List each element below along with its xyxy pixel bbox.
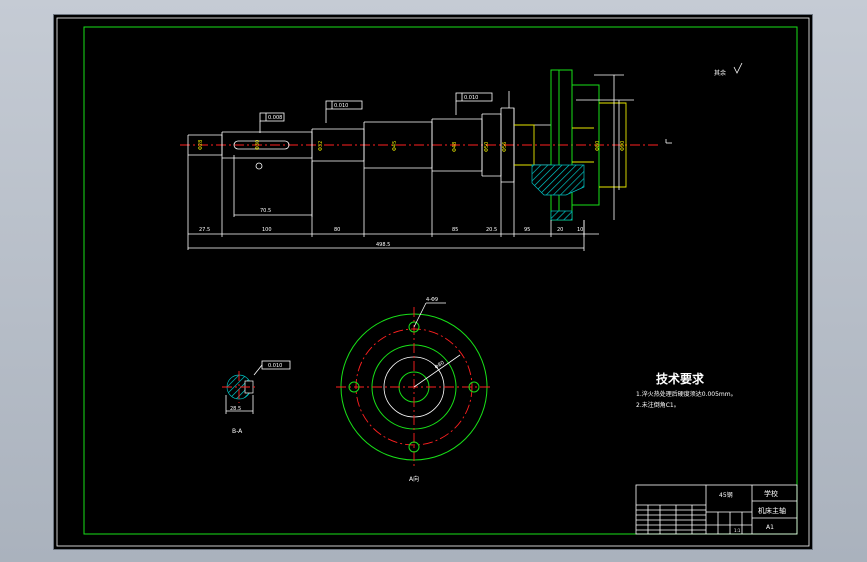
leader-lines <box>259 91 510 133</box>
flange-lower-hatch <box>550 210 573 221</box>
dimension-lines <box>187 74 634 251</box>
drawing-canvas: 27.5 100 80 85 20.5 95 20 10 70.5 498.5 … <box>56 17 810 547</box>
section-width-dim: 28.5 <box>230 406 241 412</box>
tolerance-frame-2: 0.010 <box>325 100 363 110</box>
dim-seg-b: 100 <box>262 227 272 233</box>
title-sheet-size: A1 <box>766 524 774 531</box>
dim-seg-d: 85 <box>452 227 458 233</box>
svg-text:Φ45: Φ45 <box>392 141 398 151</box>
flange-end-view: 4-Φ9 Φ80 A向 <box>336 297 492 483</box>
dim-keyway-length: 70.5 <box>260 208 271 214</box>
dim-seg-c: 80 <box>334 227 340 233</box>
outer-frame <box>56 17 810 547</box>
end-view-label: A向 <box>409 475 419 483</box>
title-material: 45钢 <box>719 491 733 499</box>
tech-title: 技术要求 <box>656 371 705 386</box>
dim-seg-h: 10 <box>577 227 583 233</box>
section-label: B-A <box>232 428 243 435</box>
tech-note-2: 2.未注倒角C1。 <box>636 401 680 409</box>
bolt-hole-left <box>348 381 360 393</box>
svg-text:Φ80: Φ80 <box>595 141 601 151</box>
roughness-note: 其余 <box>714 69 726 77</box>
flange-section-hatch <box>531 164 585 196</box>
svg-text:Φ56: Φ56 <box>502 142 508 152</box>
title-block: 45钢 学校 机床主轴 A1 1:1 <box>635 484 798 535</box>
tolerance-frame-1: 0.008 <box>259 112 285 122</box>
svg-text:Φ32: Φ32 <box>318 141 324 151</box>
tech-note-1: 1.淬火热处理后硬度须达0.005mm。 <box>636 390 737 398</box>
dim-overall-length: 498.5 <box>376 242 390 248</box>
inner-frame <box>83 26 798 535</box>
svg-text:Φ48: Φ48 <box>452 142 458 152</box>
bolt-hole-right <box>468 381 480 393</box>
title-scale: 1:1 <box>734 528 741 533</box>
datum-marker <box>255 162 263 170</box>
dim-seg-f: 95 <box>524 227 530 233</box>
hole-spec: 4-Φ9 <box>426 297 438 303</box>
bolt-circle-dim: Φ80 <box>434 360 446 371</box>
title-part-name: 机床主轴 <box>758 506 786 515</box>
dim-seg-e: 20.5 <box>486 227 497 233</box>
section-view: 28.5 0.010 B-A <box>222 360 291 435</box>
bore-lines <box>514 102 627 188</box>
svg-text:Φ30: Φ30 <box>255 140 261 150</box>
bolt-hole-bottom <box>408 441 420 453</box>
dim-seg-g: 20 <box>557 227 563 233</box>
cad-viewport[interactable]: 27.5 100 80 85 20.5 95 20 10 70.5 498.5 … <box>54 15 812 549</box>
segment-lines <box>221 108 515 182</box>
svg-text:0.008: 0.008 <box>268 115 282 121</box>
technical-requirements: 技术要求 1.淬火热处理后硬度须达0.005mm。 2.未注倒角C1。 <box>636 371 737 409</box>
svg-text:Φ28: Φ28 <box>198 140 204 150</box>
keyway <box>233 140 290 150</box>
tolerance-frame-3: 0.010 <box>455 92 493 102</box>
bolt-hole-top <box>408 321 420 333</box>
svg-text:Φ90: Φ90 <box>620 141 626 151</box>
shaft-main-view: 27.5 100 80 85 20.5 95 20 10 70.5 498.5 … <box>180 62 743 251</box>
roughness-symbol <box>733 62 743 74</box>
dim-seg-a: 27.5 <box>199 227 210 233</box>
svg-text:0.010: 0.010 <box>464 95 478 101</box>
title-school: 学校 <box>764 489 778 498</box>
section-tolerance-value: 0.010 <box>268 363 282 369</box>
svg-text:0.010: 0.010 <box>334 103 348 109</box>
diameter-marks: Φ28 Φ30 Φ32 Φ45 Φ48 Φ50 Φ56 Φ80 Φ90 <box>198 140 626 152</box>
svg-text:Φ50: Φ50 <box>484 142 490 152</box>
